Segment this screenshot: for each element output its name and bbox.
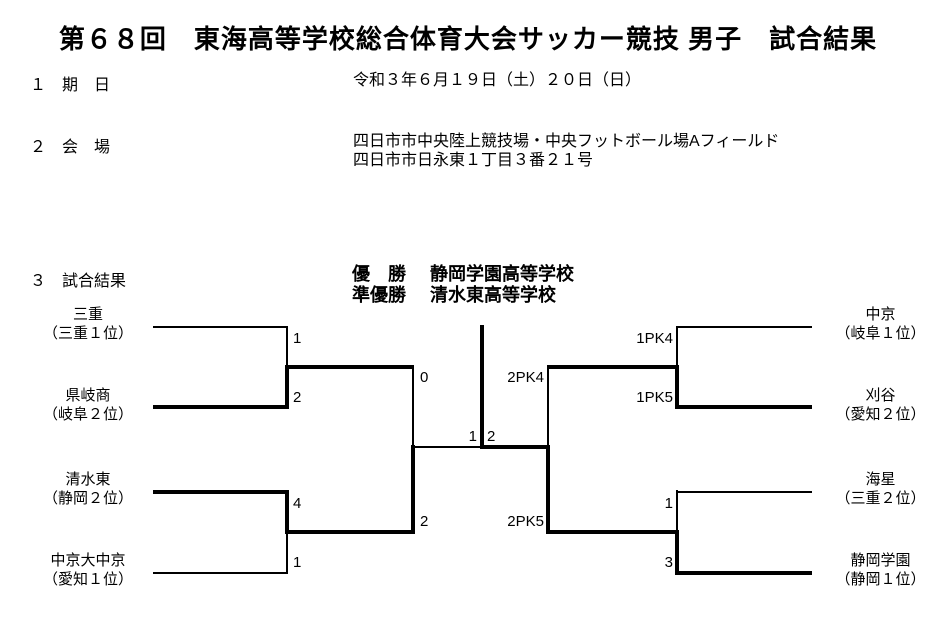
team-seed: （三重１位） — [42, 325, 133, 342]
team-name: 県岐商 — [65, 387, 111, 404]
team-label-mie: 三重 （三重１位） — [23, 305, 153, 343]
bracket-connector — [676, 326, 678, 369]
bracket-champion-line — [480, 325, 484, 449]
team-name: 海星 — [865, 471, 896, 488]
team-seed: （岐阜１位） — [835, 325, 926, 342]
venue-value: 四日市市中央陸上競技場・中央フットボール場Aフィールド 四日市市日永東１丁目３番… — [353, 132, 779, 170]
score-sf-right-upper: 2PK4 — [507, 369, 544, 386]
bracket-line-team-chukyo — [677, 326, 812, 328]
bracket-final-line-right — [482, 445, 550, 449]
bracket-connector — [675, 530, 679, 575]
team-label-chukyo: 中京 （岐阜１位） — [828, 305, 933, 343]
team-seed: （静岡１位） — [835, 571, 926, 588]
date-value: 令和３年６月１９日（土）２０日（日） — [353, 72, 642, 89]
bracket-connector — [285, 490, 289, 534]
score-qf-left-bottom-upper: 4 — [293, 495, 302, 512]
team-seed: （岐阜２位） — [42, 406, 133, 423]
team-label-kariya: 刈谷 （愛知２位） — [828, 386, 933, 424]
score-qf-right-bottom-upper: 1 — [664, 495, 673, 512]
team-seed: （三重２位） — [835, 490, 926, 507]
runner-up-row: 準優勝 清水東高等学校 — [352, 285, 574, 306]
bracket-winner-line — [287, 530, 414, 534]
champion-name: 静岡学園高等学校 — [430, 264, 574, 284]
bracket-final-line-left — [413, 446, 483, 448]
bracket-connector — [412, 365, 414, 449]
team-label-kengisho: 県岐商 （岐阜２位） — [23, 386, 153, 424]
score-sf-left-upper: 0 — [420, 369, 429, 386]
team-label-chukyodaichukyo: 中京大中京 （愛知１位） — [23, 551, 153, 589]
team-name: 三重 — [72, 306, 103, 323]
score-qf-right-top-upper: 1PK4 — [636, 330, 673, 347]
champion-row: 優 勝 静岡学園高等学校 — [352, 264, 574, 285]
team-name: 中京 — [865, 306, 896, 323]
venue-line-1: 四日市市中央陸上競技場・中央フットボール場Aフィールド — [353, 133, 780, 150]
bracket-line-team-shimizuhigashi — [153, 490, 288, 494]
team-name: 中京大中京 — [50, 552, 126, 569]
bracket-line-team-mie — [153, 326, 288, 328]
score-final-right: 2 — [487, 428, 496, 445]
score-sf-right-lower: 2PK5 — [507, 513, 544, 530]
bracket-connector — [676, 490, 678, 534]
bracket-connector — [286, 326, 288, 369]
result-summary: 優 勝 静岡学園高等学校 準優勝 清水東高等学校 — [352, 264, 574, 306]
runner-up-name: 清水東高等学校 — [430, 285, 556, 305]
bracket-connector — [411, 445, 415, 534]
team-seed: （愛知２位） — [835, 406, 926, 423]
score-qf-right-top-lower: 1PK5 — [636, 389, 673, 406]
bracket-connector — [286, 530, 288, 574]
team-name: 清水東 — [65, 471, 111, 488]
score-sf-left-lower: 2 — [420, 513, 429, 530]
section-1-label: １ 期 日 — [30, 77, 111, 94]
team-label-shimizuhigashi: 清水東 （静岡２位） — [23, 470, 153, 508]
team-label-shizuokagakuen: 静岡学園 （静岡１位） — [828, 551, 933, 589]
team-seed: （静岡２位） — [42, 490, 133, 507]
bracket-line-team-kariya — [677, 405, 812, 409]
score-qf-left-bottom-lower: 1 — [293, 554, 302, 571]
team-name: 静岡学園 — [850, 552, 911, 569]
bracket-connector — [285, 365, 289, 409]
bracket-line-team-chukyodaichukyo — [153, 572, 288, 574]
team-seed: （愛知１位） — [42, 571, 133, 588]
bracket-winner-line — [547, 365, 679, 369]
page-title: 第６８回 東海高等学校総合体育大会サッカー競技 男子 試合結果 — [58, 24, 878, 54]
section-3-label: ３ 試合結果 — [30, 273, 127, 290]
venue-line-2: 四日市市日永東１丁目３番２１号 — [353, 152, 594, 169]
bracket-winner-line — [287, 365, 414, 369]
bracket-line-team-kengisho — [153, 405, 288, 409]
team-label-kaisei: 海星 （三重２位） — [828, 470, 933, 508]
champion-label: 優 勝 — [352, 264, 406, 284]
score-qf-left-top-upper: 1 — [293, 330, 302, 347]
bracket-line-team-shizuokagakuen — [677, 571, 812, 575]
bracket-connector — [675, 365, 679, 409]
bracket-connector — [546, 445, 550, 534]
score-qf-left-top-lower: 2 — [293, 389, 302, 406]
bracket-winner-line — [547, 530, 679, 534]
bracket-line-team-kaisei — [677, 491, 812, 493]
runner-up-label: 準優勝 — [352, 285, 406, 305]
score-final-left: 1 — [468, 428, 477, 445]
team-name: 刈谷 — [865, 387, 896, 404]
score-qf-right-bottom-lower: 3 — [664, 554, 673, 571]
bracket-connector — [547, 365, 549, 449]
section-2-label: ２ 会 場 — [30, 139, 111, 156]
